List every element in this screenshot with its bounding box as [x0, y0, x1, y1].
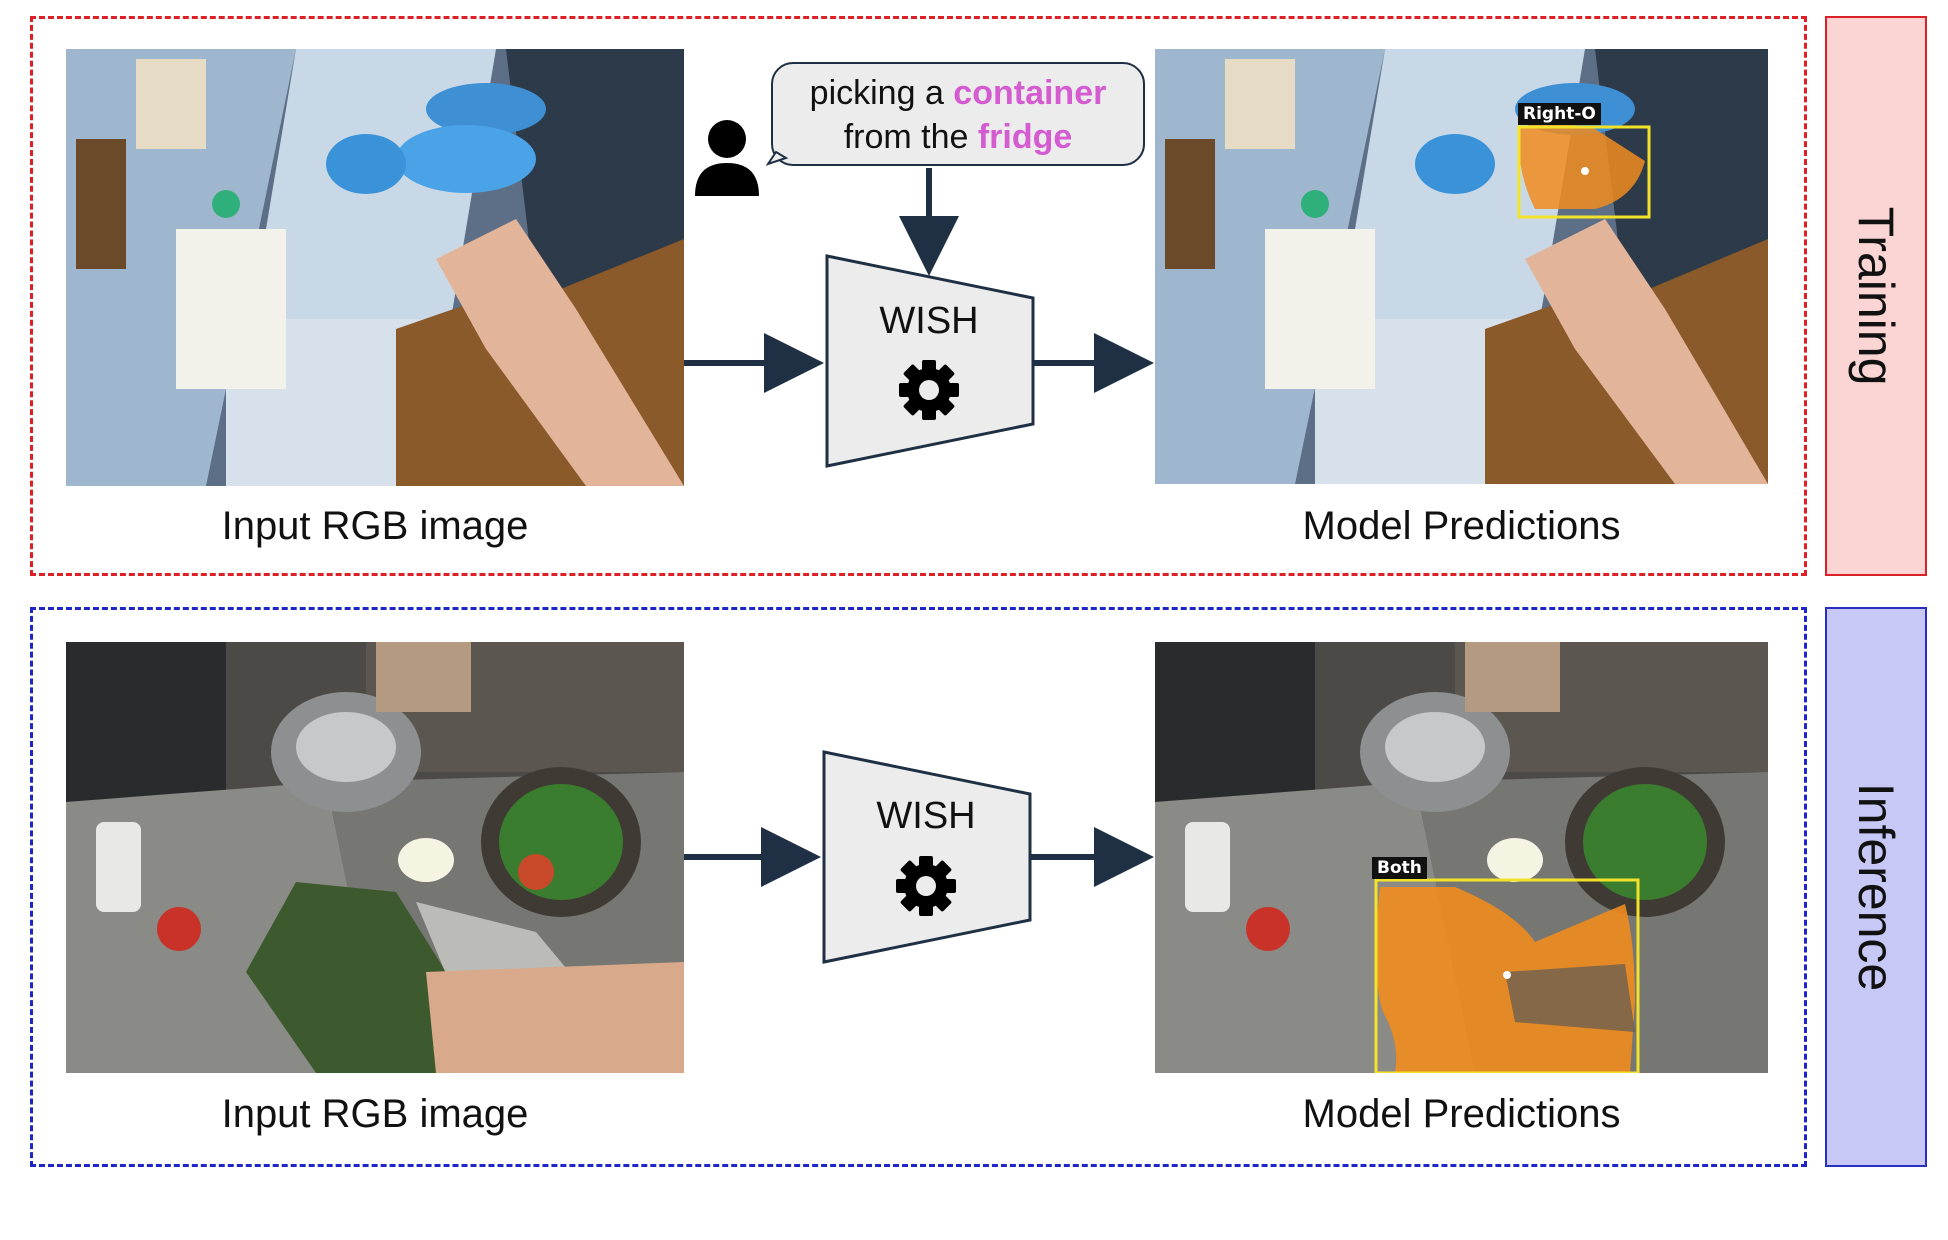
training-detection-box	[1517, 125, 1651, 219]
highlight-container: container	[953, 74, 1107, 112]
inference-output-image	[1155, 642, 1768, 1073]
prompt-bubble: picking a container from the fridge	[771, 62, 1145, 166]
inference-detection-label: Both	[1372, 857, 1427, 879]
highlight-fridge: fridge	[977, 118, 1073, 156]
inference-side-label: Inference	[1848, 782, 1904, 992]
inference-input-image	[66, 642, 684, 1073]
inference-output-caption: Model Predictions	[1302, 1092, 1621, 1136]
inference-panel	[30, 607, 1807, 1167]
inference-side-tab: Inference	[1825, 607, 1927, 1167]
training-input-caption: Input RGB image	[221, 504, 529, 548]
training-input-image	[66, 49, 684, 486]
training-detection-label: Right-O	[1518, 103, 1601, 125]
inference-input-caption: Input RGB image	[221, 1092, 529, 1136]
inference-wish-label: WISH	[876, 795, 976, 837]
prompt-line-2: from the fridge	[843, 118, 1073, 156]
training-wish-label: WISH	[879, 300, 979, 342]
training-side-label: Training	[1848, 206, 1904, 386]
training-output-caption: Model Predictions	[1302, 504, 1621, 548]
training-side-tab: Training	[1825, 16, 1927, 576]
prompt-line-1: picking a container	[809, 74, 1107, 112]
training-mask	[1519, 123, 1645, 209]
training-panel	[30, 16, 1807, 576]
inference-detection-box	[1374, 878, 1640, 1073]
training-output-image	[1155, 49, 1768, 484]
